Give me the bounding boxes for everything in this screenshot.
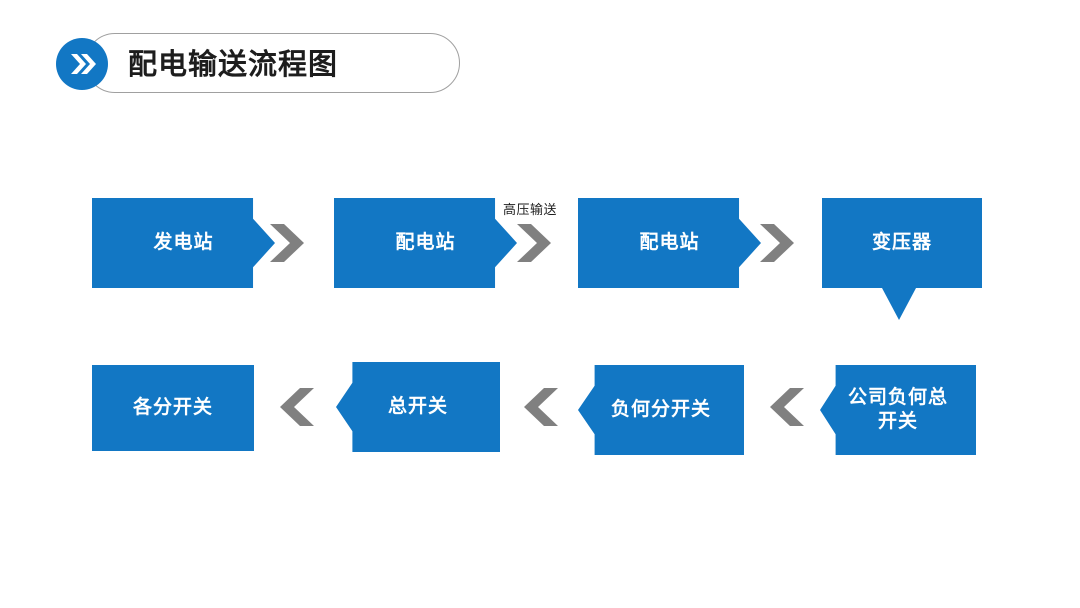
flow-node-load-branch-switch[interactable]: 负何分开关 (578, 365, 744, 455)
flow-node-distribution-station-1[interactable]: 配电站 (334, 198, 517, 288)
title-pill-outline (85, 33, 460, 93)
page-header: 配电输送流程图 (56, 33, 462, 95)
flow-node-branch-switches[interactable]: 各分开关 (92, 365, 254, 451)
node-label: 公司负何总 开关 (847, 387, 948, 432)
double-chevron-right-icon (56, 38, 108, 90)
flow-node-main-switch[interactable]: 总开关 (336, 362, 500, 452)
flow-node-power-plant[interactable]: 发电站 (92, 198, 275, 288)
chevron-right-icon (513, 221, 559, 265)
node-label: 负何分开关 (610, 399, 711, 421)
node-label: 配电站 (395, 232, 456, 254)
down-pointer-icon (881, 288, 916, 320)
page-title: 配电输送流程图 (128, 47, 339, 81)
node-label: 变压器 (871, 232, 932, 254)
flow-node-transformer[interactable]: 变压器 (822, 198, 982, 320)
node-label: 发电站 (153, 232, 214, 254)
node-label: 配电站 (639, 232, 700, 254)
chevron-right-icon (756, 221, 802, 265)
chevron-left-icon (272, 385, 318, 429)
edge-label-high-voltage: 高压输送 (503, 202, 558, 217)
chevron-left-icon (762, 385, 808, 429)
flow-node-company-main-load-switch[interactable]: 公司负何总 开关 (820, 365, 976, 455)
node-label: 总开关 (387, 396, 448, 418)
chevron-right-icon (266, 221, 312, 265)
chevron-left-icon (516, 385, 562, 429)
flow-node-distribution-station-2[interactable]: 配电站 (578, 198, 761, 288)
node-label: 各分开关 (132, 397, 213, 419)
